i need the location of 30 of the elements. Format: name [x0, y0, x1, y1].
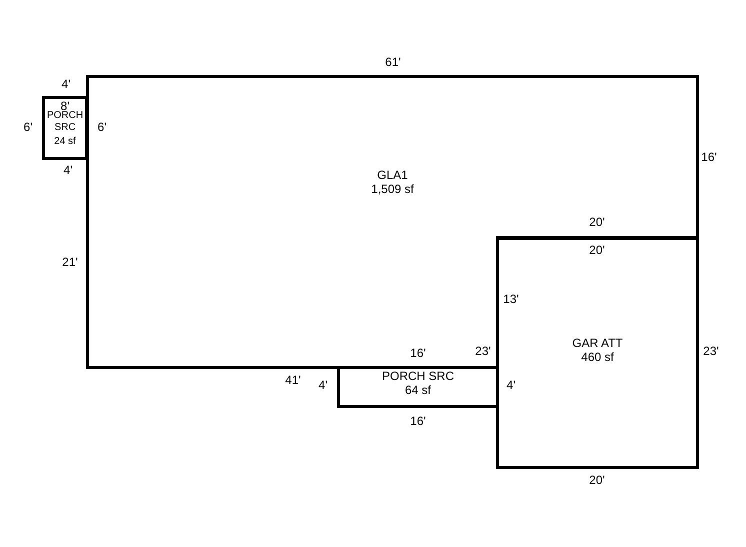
- area-size: 460 sf: [581, 350, 614, 364]
- dimension-label: 23': [703, 344, 719, 358]
- dimension-label: 21': [62, 255, 78, 269]
- dimension-label: 23': [475, 344, 491, 358]
- living-area-outline: [86, 75, 699, 369]
- dimension-label: 20': [589, 243, 605, 257]
- dimension-label: 16': [701, 150, 717, 164]
- dimension-label: 20': [589, 215, 605, 229]
- dimension-label: 16': [410, 414, 426, 428]
- dimension-label: 4': [64, 163, 72, 177]
- area-size: 1,509 sf: [371, 182, 414, 196]
- dimension-label: 6': [98, 120, 106, 134]
- porch-outline: [42, 96, 88, 160]
- area-name: PORCH SRC: [382, 369, 454, 383]
- area-size: 64 sf: [405, 383, 431, 397]
- dimension-label: 41': [285, 373, 301, 387]
- area-name: GAR ATT: [572, 336, 623, 350]
- dimension-label: 4': [506, 378, 516, 392]
- dimension-label: 6': [24, 120, 32, 134]
- porch-outline: [337, 366, 499, 408]
- area-name: GLA1: [377, 168, 408, 182]
- dimension-label: 13': [503, 292, 519, 306]
- dimension-label: 20': [589, 473, 605, 487]
- dimension-label: 4': [62, 77, 70, 91]
- garage-outline: [496, 236, 699, 469]
- dimension-label: 16': [410, 346, 426, 360]
- dimension-label: 61': [385, 55, 401, 69]
- area-size: 24 sf: [53, 136, 77, 148]
- area-name: PORCH SRC: [46, 110, 84, 134]
- dimension-label: 4': [318, 378, 328, 392]
